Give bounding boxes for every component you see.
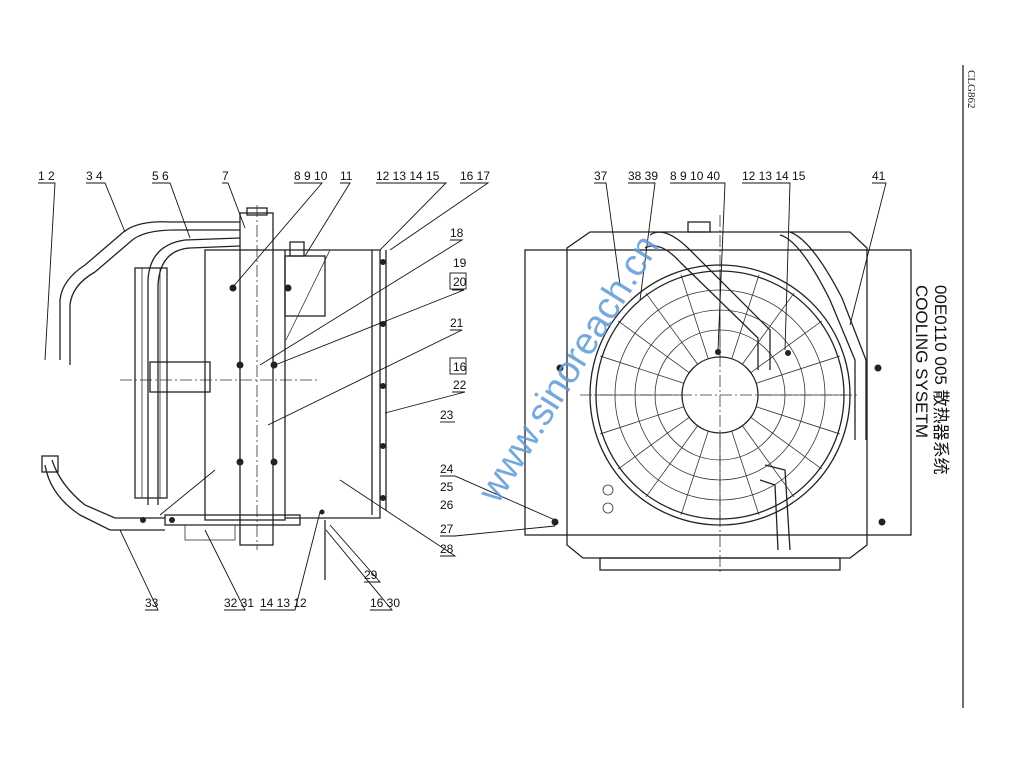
vent-hose [147,237,241,505]
callout-11: 11 [340,169,353,183]
upper-pipe [649,231,771,370]
shroud [285,249,381,519]
callout-26: 26 [440,498,454,512]
callout-41: 41 [872,169,886,183]
lower-pipe [764,464,791,551]
callout-24: 24 [440,462,454,476]
fan-guard-spoke [645,292,698,365]
expansion-tank [284,255,326,317]
radiator-core [204,249,286,521]
fan-guard-spoke [617,320,690,373]
vent-pipe [779,234,856,440]
callout-12-15: 12 13 14 15 [376,169,440,183]
callout-8-9-10: 8 9 10 [294,169,328,183]
fan-guard-spoke [680,275,709,359]
radiator-side-panels [524,249,912,536]
callout-19: 19 [453,256,467,270]
callout-16: 16 [453,360,467,374]
fan-hub [149,361,211,393]
callout-38-39: 38 39 [628,169,658,183]
fan-guard-spoke [731,431,760,515]
callout-25: 25 [440,480,454,494]
fan-guard-spoke [750,320,823,373]
side-view [41,205,387,580]
callout-14-13-12: 14 13 12 [260,596,307,610]
fan-guard-spoke [680,431,709,515]
fan-guard-spoke [756,406,840,435]
fan-guard-spoke [645,425,698,498]
front-view [524,215,912,575]
callout-21: 21 [450,316,464,330]
callout-18: 18 [450,226,464,240]
fan-guard-spoke [750,417,823,470]
side-view-leaders [38,182,556,611]
callout-28: 28 [440,542,454,556]
front-view-leaders [594,182,887,351]
callout-16-17: 16 17 [460,169,490,183]
fan-guard-spoke [731,275,760,359]
fan-shroud [566,231,868,559]
callout-16-30: 16 30 [370,596,400,610]
drawing-title-english: COOLING SYSETM [912,285,931,438]
callout-8-9-10-40: 8 9 10 40 [670,169,720,183]
callout-5-6: 5 6 [152,169,169,183]
watermark: www.sinoreach.cn [469,228,667,511]
callout-33: 33 [145,596,159,610]
callout-29: 29 [364,568,378,582]
water-tank [239,212,274,546]
callout-27: 27 [440,522,454,536]
filler-neck [687,221,711,233]
fan-guard-spoke [617,417,690,470]
callout-7: 7 [222,169,229,183]
upper-hose [59,221,240,360]
callout-3-4: 3 4 [86,169,103,183]
drawing-title-part-number: 00E0110 005 散热器系统 [931,285,950,475]
fan-guard-spoke [756,355,840,384]
callout-37: 37 [594,169,608,183]
callout-22: 22 [453,378,467,392]
fan-guard-spoke [600,406,684,435]
callout-32-31: 32 31 [224,596,254,610]
callout-1-2: 1 2 [38,169,55,183]
callout-20: 20 [453,275,467,289]
callout-12-15-front: 12 13 14 15 [742,169,806,183]
fan-guard-spoke [600,355,684,384]
fan-guard [134,267,168,499]
model-code: CLG862 [965,70,977,109]
callout-23: 23 [440,408,454,422]
